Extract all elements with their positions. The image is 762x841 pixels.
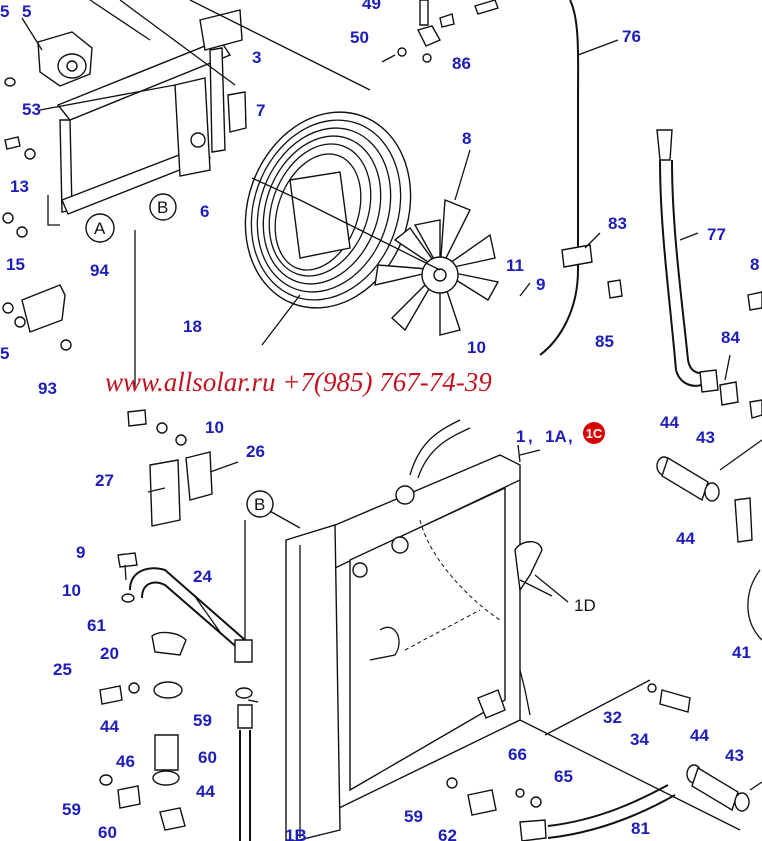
callout: 93 bbox=[38, 379, 57, 398]
callout: 60 bbox=[98, 823, 117, 841]
callout: 62 bbox=[438, 826, 457, 841]
callout: 53 bbox=[22, 100, 41, 119]
bracket-assembly bbox=[39, 0, 371, 390]
callout: 83 bbox=[608, 214, 627, 233]
mid-left-hardware bbox=[99, 409, 246, 831]
fan-blades bbox=[299, 198, 500, 336]
pipe-81 bbox=[446, 777, 676, 841]
leader-lines bbox=[147, 149, 731, 703]
callout: 18 bbox=[183, 317, 202, 336]
watermark-text: www.allsolar.ru +7(985) 767-74-39 bbox=[105, 367, 492, 397]
callout: 50 bbox=[350, 28, 369, 47]
callout: 84 bbox=[721, 328, 740, 347]
callout: 44 bbox=[660, 413, 679, 432]
callout: 44 bbox=[690, 726, 709, 745]
ref-label-b-top: B bbox=[157, 198, 168, 217]
callout: 86 bbox=[452, 54, 471, 73]
badge-1c-text: 1C bbox=[586, 426, 603, 441]
comma-2: , bbox=[568, 427, 573, 446]
callout: 25 bbox=[53, 660, 72, 679]
callout: 24 bbox=[193, 567, 212, 586]
callout: 46 bbox=[116, 752, 135, 771]
callout: 44 bbox=[676, 529, 695, 548]
callout: 60 bbox=[198, 748, 217, 767]
callout: 65 bbox=[554, 767, 573, 786]
hose-60 bbox=[235, 687, 253, 841]
callout: 10 bbox=[62, 581, 81, 600]
callout: 1A bbox=[545, 427, 567, 446]
callout: 49 bbox=[362, 0, 381, 13]
callout: 27 bbox=[95, 471, 114, 490]
callout: 3 bbox=[252, 48, 261, 67]
callout: 59 bbox=[62, 800, 81, 819]
callout: 66 bbox=[508, 745, 527, 764]
callout: 26 bbox=[246, 442, 265, 461]
callout: 9 bbox=[76, 543, 85, 562]
callout: 44 bbox=[196, 782, 215, 801]
callout: 8 bbox=[462, 129, 471, 148]
callout: 13 bbox=[10, 177, 29, 196]
callout: 34 bbox=[630, 730, 649, 749]
callout: 85 bbox=[595, 332, 614, 351]
callout: 20 bbox=[100, 644, 119, 663]
label-1d: 1D bbox=[574, 596, 596, 615]
callout: 77 bbox=[707, 225, 726, 244]
callout: 59 bbox=[193, 711, 212, 730]
pump-part bbox=[21, 17, 93, 87]
pipe-43-bottom bbox=[686, 764, 762, 812]
hose-77 bbox=[656, 129, 762, 419]
callout: 5 bbox=[0, 344, 9, 363]
callout: 5 bbox=[22, 2, 31, 21]
callout: 8 bbox=[750, 255, 759, 274]
callout: 10 bbox=[205, 418, 224, 437]
callout: 61 bbox=[87, 616, 106, 635]
callout: 11 bbox=[506, 256, 524, 275]
callout: 10 bbox=[467, 338, 486, 357]
callout: 59 bbox=[404, 807, 423, 826]
callout: 5 bbox=[0, 2, 9, 21]
ref-circles bbox=[85, 193, 274, 518]
pipe-43-top bbox=[656, 439, 762, 641]
fan-shroud bbox=[244, 111, 412, 346]
pipe-24 bbox=[129, 567, 253, 663]
callout: 41 bbox=[732, 643, 751, 662]
callout: 44 bbox=[100, 717, 119, 736]
comma-1: , bbox=[528, 427, 533, 446]
fitting-34 bbox=[519, 679, 741, 831]
callout: 43 bbox=[725, 746, 744, 765]
small-hardware bbox=[2, 77, 72, 351]
callout: 15 bbox=[6, 255, 25, 274]
callout: 76 bbox=[622, 27, 641, 46]
callout: 81 bbox=[631, 819, 650, 838]
callout: 9 bbox=[536, 275, 545, 294]
badge-1c: 1C bbox=[583, 422, 605, 444]
callout: 32 bbox=[603, 708, 622, 727]
ref-label-a: A bbox=[94, 219, 106, 238]
callout: 1B bbox=[285, 826, 307, 841]
top-fittings bbox=[381, 0, 623, 356]
radiator-core bbox=[285, 419, 553, 841]
callout: 7 bbox=[256, 101, 265, 120]
ref-label-b-mid: B bbox=[254, 495, 265, 514]
callout: 43 bbox=[696, 428, 715, 447]
callout: 6 bbox=[200, 202, 209, 221]
callout: 94 bbox=[90, 261, 109, 280]
callout: 1 bbox=[516, 427, 525, 446]
